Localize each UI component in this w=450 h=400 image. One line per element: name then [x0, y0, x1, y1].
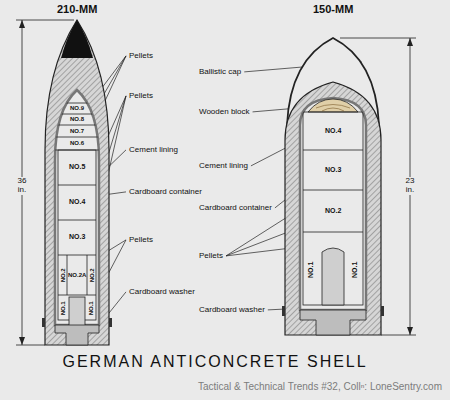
pellet-number: NO.3: [325, 166, 341, 174]
callout-label: Pellets: [128, 236, 154, 245]
callout-label: Cardboard container: [198, 204, 273, 213]
pellet-number: NO.8: [70, 116, 84, 123]
callout-label: Cardboard washer: [198, 306, 266, 315]
pellet-number: NO.2: [325, 207, 341, 215]
callout-label: Pellets: [128, 92, 154, 101]
callout-label: Pellets: [198, 252, 224, 261]
watermark: Tactical & Technical Trends #32, Collⁿ: …: [198, 381, 442, 392]
callout-label: Wooden block: [198, 108, 251, 117]
pellet-number: NO.4: [325, 127, 341, 135]
callout-label: Ballistic cap: [198, 68, 242, 77]
pellet-number: NO.2A: [68, 272, 86, 279]
pellet-number: NO.1: [307, 262, 315, 278]
callout-label: Pellets: [128, 52, 154, 61]
diagram-title: GERMAN ANTICONCRETE SHELL: [63, 353, 368, 371]
caliber-label: 210-MM: [57, 3, 97, 15]
callout-label: Cement lining: [128, 146, 179, 155]
pellet-number: NO.4: [69, 198, 85, 206]
dimension-label: 36 in.: [12, 177, 32, 195]
callout-label: Cardboard container: [128, 188, 203, 197]
pellet-number: NO.3: [69, 233, 85, 241]
pellet-number: NO.5: [69, 163, 85, 171]
pellet-number: NO.1: [88, 301, 95, 315]
pellet-number: NO.6: [70, 140, 84, 147]
callout-label: Cardboard washer: [128, 288, 196, 297]
pellet-number: NO.1: [351, 262, 359, 278]
pellet-number: NO.1: [60, 301, 67, 315]
pellet-number: NO.7: [70, 128, 84, 135]
callout-label: Cement lining: [198, 162, 249, 171]
pellet-number: NO.2: [88, 268, 95, 282]
pellet-number: NO.9: [70, 105, 84, 112]
caliber-label: 150-MM: [313, 3, 353, 15]
pellet-number: NO.2: [59, 268, 66, 282]
dimension-label: 23 in.: [400, 177, 420, 195]
